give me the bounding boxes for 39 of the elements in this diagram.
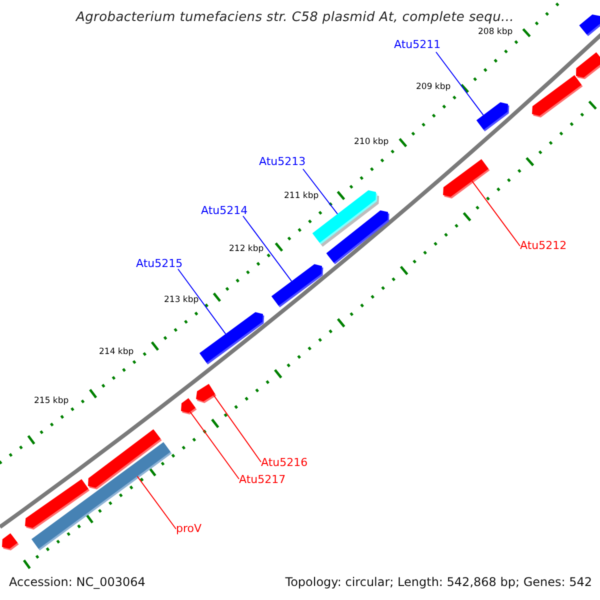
scale-label: 208 kbp	[478, 27, 513, 37]
gene-block	[181, 398, 197, 415]
scale-label: 212 kbp	[229, 244, 264, 254]
map-title: Agrobacterium tumefaciens str. C58 plasmid At, complete sequ...	[76, 9, 514, 27]
gene-block	[25, 479, 90, 530]
gene-label: Atu5217	[239, 473, 286, 486]
leader-line	[302, 168, 338, 214]
leader-line	[213, 394, 262, 462]
gene-block	[532, 75, 583, 118]
gene-block	[196, 384, 216, 404]
gene-block	[576, 52, 600, 80]
leader-line	[472, 180, 520, 246]
leader-line	[136, 476, 176, 530]
leader-line	[178, 268, 226, 334]
gene-label: Atu5214	[201, 204, 248, 217]
accession-text: Accession: NC_003064	[9, 574, 146, 591]
scale-label: 215 kbp	[34, 396, 69, 406]
leader-line	[436, 52, 484, 116]
leader-line	[190, 411, 240, 480]
scale-label: 214 kbp	[99, 347, 134, 357]
gene-label: Atu5211	[394, 38, 441, 51]
gene-block	[443, 159, 490, 198]
gene-block	[2, 533, 19, 550]
leader-line	[242, 216, 292, 282]
gene-block	[476, 102, 510, 132]
scale-label: 209 kbp	[416, 82, 451, 92]
scale-label: 211 kbp	[284, 191, 319, 201]
gene-label: Atu5215	[136, 257, 183, 270]
gene-label: Atu5212	[520, 239, 567, 252]
gene-block	[579, 14, 600, 36]
scale-label: 210 kbp	[354, 137, 389, 147]
scale-label: 213 kbp	[164, 295, 199, 305]
gene-label: Atu5216	[261, 456, 308, 469]
gene-block	[326, 210, 390, 264]
gene-label: proV	[176, 522, 202, 535]
gene-block	[199, 312, 264, 364]
gene-block	[271, 264, 324, 308]
topology-text: Topology: circular; Length: 542,868 bp; Genes: 542	[285, 574, 592, 591]
gene-label: Atu5213	[259, 155, 306, 168]
